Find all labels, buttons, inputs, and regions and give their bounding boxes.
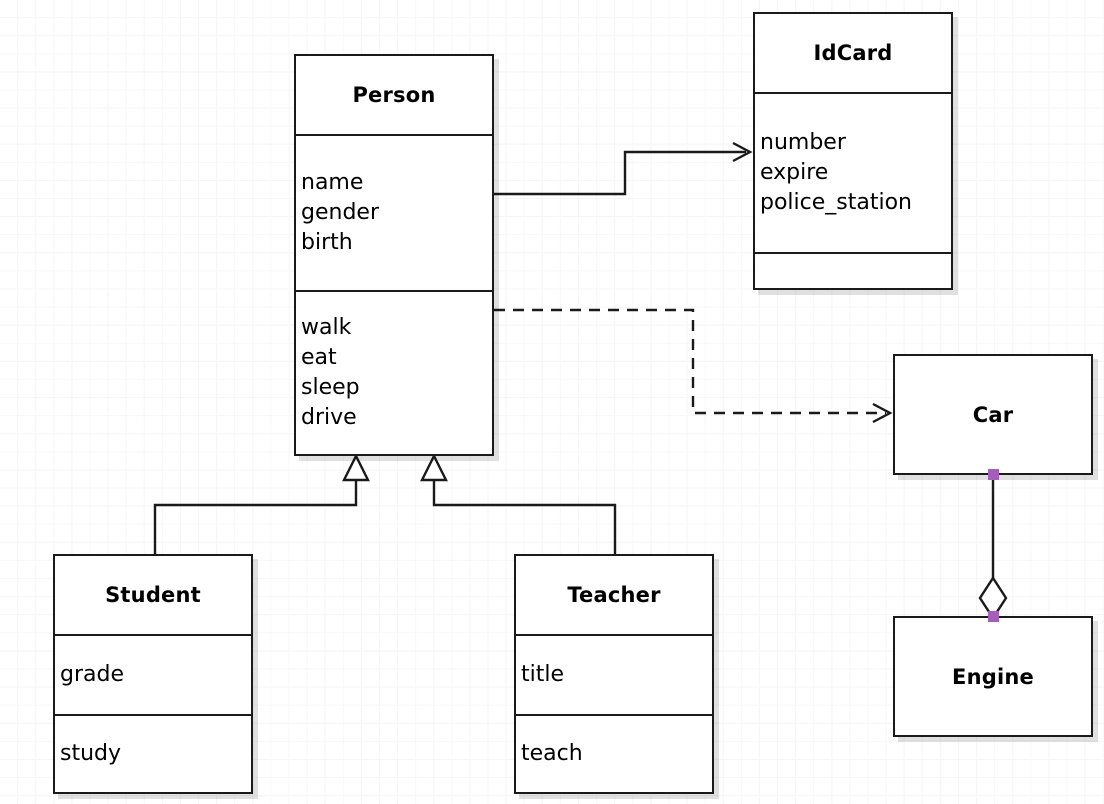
attribute-item: number [760, 130, 846, 155]
class-idcard-title-compartment: IdCard [755, 14, 951, 92]
class-car-title-compartment: Car [895, 356, 1091, 473]
class-box-engine[interactable]: Engine [893, 616, 1093, 737]
class-student-title-compartment: Student [55, 556, 251, 634]
method-item: sleep [301, 375, 360, 400]
edge-person-idcard [494, 150, 746, 196]
class-student-name: Student [105, 583, 201, 607]
class-person-methods: walk eat sleep drive [296, 290, 492, 454]
edge-student-person-triangle [342, 453, 370, 482]
attribute-item: grade [60, 662, 124, 687]
edge-teacher-person [432, 478, 617, 554]
method-item: study [60, 741, 122, 766]
attribute-item: gender [301, 200, 379, 225]
edge-person-idcard-arrowhead [732, 141, 753, 163]
attribute-item: police_station [760, 190, 912, 215]
class-box-teacher[interactable]: Teacher title teach [514, 554, 714, 794]
class-teacher-methods: teach [516, 714, 712, 792]
edge-handle-car-end[interactable] [988, 469, 999, 480]
class-car-name: Car [972, 402, 1014, 427]
class-person-title-compartment: Person [296, 56, 492, 134]
method-item: teach [521, 741, 583, 766]
class-box-car[interactable]: Car [893, 354, 1093, 475]
attribute-item: birth [301, 230, 353, 255]
class-engine-title-compartment: Engine [895, 618, 1091, 735]
edge-teacher-person-triangle [420, 453, 448, 482]
class-person-name: Person [352, 83, 436, 107]
class-teacher-name: Teacher [567, 583, 661, 607]
attribute-item: title [521, 662, 565, 687]
class-student-methods: study [55, 714, 251, 792]
edge-person-car-arrowhead [872, 402, 893, 424]
class-idcard-attributes: number expire police_station [755, 92, 951, 252]
class-box-person[interactable]: Person name gender birth walk eat sleep … [294, 54, 494, 456]
class-engine-name: Engine [952, 664, 1034, 689]
class-box-student[interactable]: Student grade study [53, 554, 253, 794]
class-person-attributes: name gender birth [296, 134, 492, 290]
class-box-idcard[interactable]: IdCard number expire police_station [753, 12, 953, 290]
class-idcard-name: IdCard [813, 41, 893, 65]
edge-student-person [153, 478, 358, 554]
edge-person-car [494, 308, 886, 415]
method-item: drive [301, 405, 357, 430]
class-student-attributes: grade [55, 634, 251, 714]
edge-handle-engine-end[interactable] [988, 611, 999, 622]
attribute-item: name [301, 170, 364, 195]
method-item: eat [301, 345, 337, 370]
class-teacher-title-compartment: Teacher [516, 556, 712, 634]
attribute-item: expire [760, 160, 829, 185]
class-teacher-attributes: title [516, 634, 712, 714]
method-item: walk [301, 315, 352, 340]
class-idcard-methods [755, 252, 951, 288]
